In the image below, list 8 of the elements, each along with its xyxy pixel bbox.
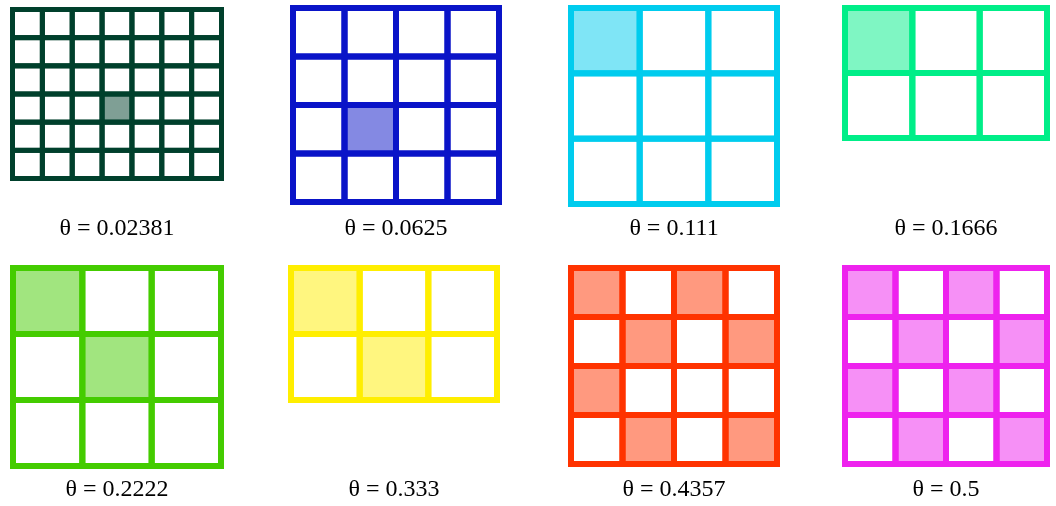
theta-caption: θ = 0.02381 [59, 214, 175, 241]
theta-caption: θ = 0.5 [912, 475, 980, 502]
theta-caption: θ = 0.2222 [65, 475, 169, 502]
theta-caption: θ = 0.1666 [894, 214, 998, 241]
theta-caption: θ = 0.333 [348, 475, 440, 502]
theta-caption: θ = 0.111 [629, 214, 719, 241]
theta-caption: θ = 0.0625 [344, 214, 448, 241]
theta-caption: θ = 0.4357 [622, 475, 726, 502]
